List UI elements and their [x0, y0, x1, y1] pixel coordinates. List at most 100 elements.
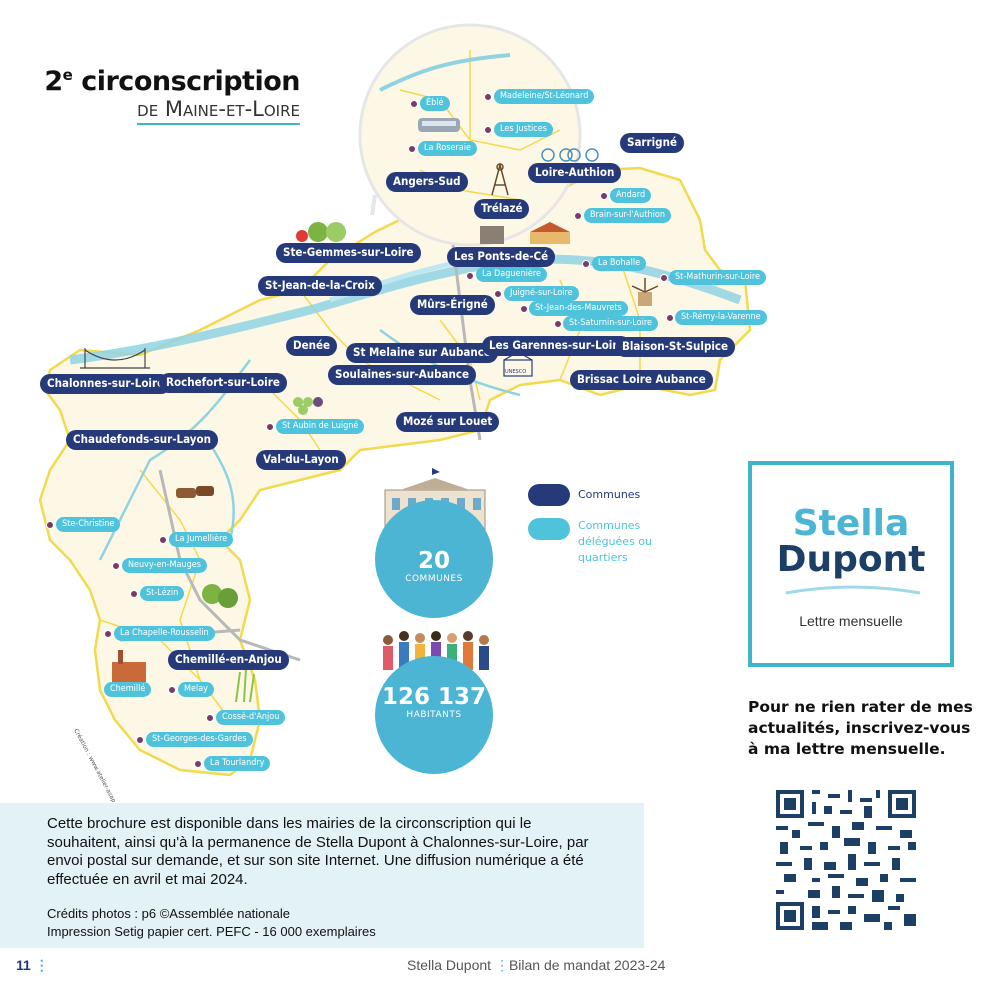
- grapes-illustration: [293, 397, 323, 415]
- commune-label: Chaudefonds-sur-Layon: [66, 430, 218, 450]
- stat-habitants-value: 126 137: [381, 684, 487, 710]
- factory-illustration: [112, 650, 146, 682]
- legend-label: Communes déléguées ou quartiers: [578, 519, 652, 564]
- cows-illustration: [176, 486, 214, 498]
- deleguee-label: Chemillé: [104, 682, 152, 697]
- legend-swatch-deleguees: [528, 518, 570, 540]
- logo-subtitle: Lettre mensuelle: [799, 613, 903, 629]
- commune-label: Soulaines-sur-Aubance: [328, 365, 477, 385]
- credits-block: Crédits photos : p6 ©Assemblée nationale…: [47, 905, 376, 940]
- deleguee-label: La Tourlandry: [204, 756, 271, 771]
- commune-label: Angers-Sud: [386, 172, 468, 192]
- deleguee-label: St Aubin de Luigné: [276, 419, 365, 434]
- commune-label: Denée: [286, 336, 338, 356]
- mine-tower-illustration: [491, 162, 509, 196]
- stat-communes: 20 COMMUNES: [375, 500, 493, 618]
- location-pin-icon: [660, 274, 668, 282]
- location-pin-icon: [130, 590, 138, 598]
- location-pin-icon: [466, 272, 474, 280]
- location-pin-icon: [582, 260, 590, 268]
- commune-label: Mûrs-Érigné: [410, 295, 495, 315]
- deleguee-label: St-Lézin: [140, 586, 185, 601]
- deleguee-label: La Daguenière: [476, 267, 547, 282]
- vegetables-illustration: [296, 222, 346, 242]
- bicycles-illustration: [541, 148, 599, 162]
- trees-illustration: [202, 584, 238, 608]
- stat-communes-label: COMMUNES: [405, 574, 463, 584]
- location-pin-icon: [408, 145, 416, 153]
- legend-label: Communes: [578, 488, 641, 501]
- location-pin-icon: [112, 562, 120, 570]
- newsletter-cta: Pour ne rien rater de mes actualités, in…: [748, 698, 973, 758]
- deleguee-label: Les Justices: [494, 122, 553, 137]
- deleguee-label: Neuvy-en-Mauges: [122, 558, 207, 573]
- commune-label: Chemillé-en-Anjou: [168, 650, 289, 670]
- location-pin-icon: [520, 305, 528, 313]
- stat-habitants-label: HABITANTS: [406, 710, 462, 720]
- qr-code[interactable]: [776, 790, 916, 930]
- deleguee-label: St-Saturnin-sur-Loire: [563, 316, 658, 331]
- brochure-info-box: Cette brochure est disponible dans les m…: [0, 803, 644, 948]
- deleguee-label: St-Rémy-la-Varenne: [675, 310, 767, 325]
- page-number: 11 ⋮: [16, 957, 49, 973]
- deleguee-label: Juigné-sur-Loire: [504, 286, 579, 301]
- location-pin-icon: [666, 314, 674, 322]
- commune-label: Brissac Loire Aubance: [570, 370, 713, 390]
- commune-label: Ste-Gemmes-sur-Loire: [276, 243, 421, 263]
- commune-label: Les Ponts-de-Cé: [447, 247, 556, 267]
- deleguee-label: La Jumellière: [169, 532, 234, 547]
- commune-label: St Melaine sur Aubance: [346, 343, 498, 363]
- location-pin-icon: [206, 714, 214, 722]
- footer-publication: Stella Dupont ⋮Bilan de mandat 2023-24: [407, 957, 666, 973]
- unesco-text: UNESCO: [505, 369, 526, 375]
- location-pin-icon: [194, 760, 202, 768]
- location-pin-icon: [159, 536, 167, 544]
- commune-label: Val-du-Layon: [256, 450, 346, 470]
- logo-name-first: Stella: [792, 503, 910, 544]
- commune-label: Blaison-St-Sulpice: [615, 337, 736, 357]
- location-pin-icon: [104, 630, 112, 638]
- legend-communes: Communes: [528, 484, 640, 506]
- deleguee-label: La Chapelle-Rousselin: [114, 626, 215, 641]
- deleguee-label: La Roseraie: [418, 141, 477, 156]
- windmill-illustration: [631, 278, 659, 306]
- deleguee-label: Brain-sur-l'Authion: [584, 208, 671, 223]
- deleguee-label: St-Jean-des-Mauvrets: [529, 301, 628, 316]
- commune-label: Les Garennes-sur-Loire: [482, 336, 632, 356]
- location-pin-icon: [168, 686, 176, 694]
- photo-credits: Crédits photos : p6 ©Assemblée nationale: [47, 906, 290, 921]
- location-pin-icon: [484, 93, 492, 101]
- tram-illustration: [418, 118, 460, 132]
- deleguee-label: Ste-Christine: [56, 517, 121, 532]
- deleguee-label: Madeleine/St-Léonard: [494, 89, 595, 104]
- commune-label: Rochefort-sur-Loire: [159, 373, 287, 393]
- commune-label: Trélazé: [474, 199, 530, 219]
- commune-label: Chalonnes-sur-Loire: [40, 374, 172, 394]
- deleguee-label: Andard: [610, 188, 652, 203]
- stat-communes-value: 20: [417, 548, 450, 574]
- newsletter-logo-box: Stella Dupont Lettre mensuelle: [748, 461, 954, 667]
- location-pin-icon: [410, 100, 418, 108]
- location-pin-icon: [266, 423, 274, 431]
- commune-label: St-Jean-de-la-Croix: [258, 276, 382, 296]
- location-pin-icon: [574, 212, 582, 220]
- print-info: Impression Setig papier cert. PEFC - 16 …: [47, 923, 376, 939]
- location-pin-icon: [494, 290, 502, 298]
- commune-label: Sarrigné: [620, 133, 684, 153]
- location-pin-icon: [600, 192, 608, 200]
- brochure-availability-text: Cette brochure est disponible dans les m…: [47, 815, 589, 888]
- commune-label: Loire-Authion: [528, 163, 622, 183]
- deleguee-label: Cossé-d'Anjou: [216, 710, 286, 725]
- logo-swoosh: [785, 585, 921, 595]
- deleguee-label: St-Mathurin-sur-Loire: [669, 270, 766, 285]
- title-line-2: de Maine-et-Loire: [137, 97, 300, 125]
- deleguee-label: Éblé: [420, 96, 450, 111]
- logo-name-last: Dupont: [776, 539, 926, 580]
- houses-illustration: [530, 222, 570, 244]
- castle-illustration: [480, 226, 504, 244]
- location-pin-icon: [554, 320, 562, 328]
- deleguee-label: La Bohalle: [592, 256, 647, 271]
- bridge-illustration: [80, 348, 150, 369]
- map-title: 2e circonscription de Maine-et-Loire: [40, 66, 300, 125]
- deleguee-label: Melay: [178, 682, 214, 697]
